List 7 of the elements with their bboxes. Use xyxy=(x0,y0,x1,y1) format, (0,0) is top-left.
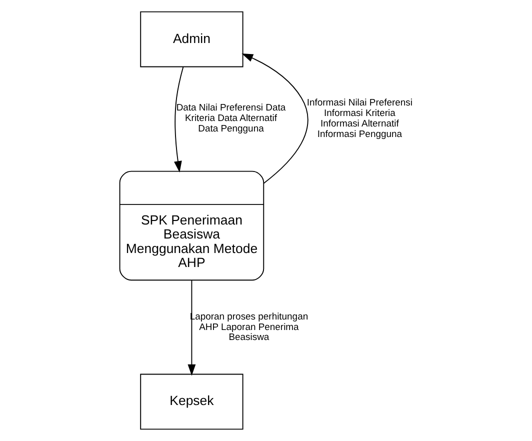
arrow xyxy=(188,280,196,376)
arrow xyxy=(174,66,184,172)
edge-label: Data Nilai Preferensi Data Kriteria Data Alternatif Data Pengguna xyxy=(176,102,286,135)
node-box: Kepsek xyxy=(140,374,244,430)
edge-label: Informasi Nilai Preferensi Informasi Kriteria Informasi Alternatif Informasi Pengguna xyxy=(306,98,412,140)
arrow xyxy=(242,54,308,184)
node-box: Admin xyxy=(140,11,244,68)
